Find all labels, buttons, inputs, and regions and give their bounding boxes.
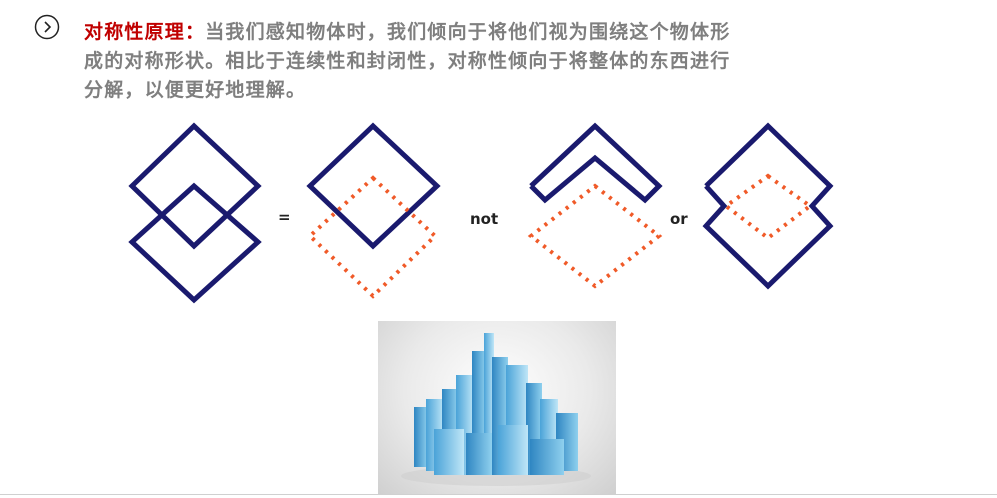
equals-sign: = [278,208,291,226]
city-skyline-image [378,321,616,495]
chevron-plus-dotted-figure [527,122,663,289]
chevron-right-circle-icon [34,14,60,40]
diamond-dotted-outline [307,175,438,299]
symmetry-diagram: = not or [120,118,850,313]
diamond-top-outline [128,122,262,250]
chevron-dotted-diamond [527,183,663,289]
principle-body-line3: 分解，以便更好地理解。 [84,79,307,101]
hourglass-dotted-diamond [722,173,814,241]
diamond-solid-outline [306,122,441,250]
principle-body-line1: 当我们感知物体时，我们倾向于将他们视为围绕这个物体形 [205,21,731,43]
chevron-solid-outline [529,122,663,204]
or-label: or [670,210,688,228]
bottom-divider [0,494,997,495]
hourglass-solid-outline [702,122,834,290]
principle-body-line2: 成的对称形状。相比于连续性和封闭性，对称性倾向于将整体的东西进行 [84,50,731,72]
diamond-bottom-outline [128,182,262,304]
principle-text: 对称性原理：当我们感知物体时，我们倾向于将他们视为围绕这个物体形 成的对称形状。… [84,18,984,105]
solid-plus-dotted-figure [306,122,441,299]
overlapping-diamonds-figure [128,122,262,304]
not-label: not [470,210,499,228]
hourglass-plus-dotted-figure [702,122,834,290]
principle-title: 对称性原理： [84,21,206,43]
building-cluster [414,333,578,475]
